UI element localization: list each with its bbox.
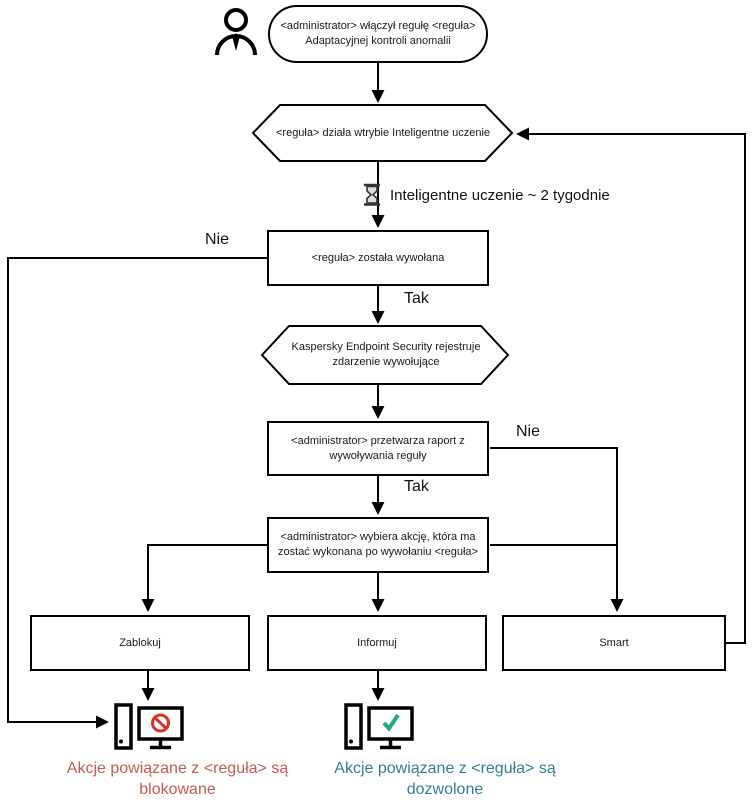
node-action-block-label: Zablokuj (119, 636, 161, 649)
node-start-line2: Adaptacyjnej kontroli anomalii (305, 35, 451, 47)
node-admin-report-line2: wywoływania reguły (329, 449, 427, 462)
edge-label-yes-2: Tak (404, 478, 429, 495)
edge-action-to-block (141, 544, 267, 612)
node-kes-registers: Kaspersky Endpoint Security rejestruje z… (266, 327, 506, 383)
node-kes-registers-line2: zdarzenie wywołujące (332, 356, 440, 368)
node-rule-triggered-line1: <reguła> została wywołana (311, 251, 445, 264)
edge-label-yes-1: Tak (404, 290, 429, 307)
node-kes-registers-line1: Kaspersky Endpoint Security rejestruje (291, 341, 481, 354)
caption-actions-allowed-line2: dozwolone (406, 781, 484, 798)
hexagon-smart-mode (251, 104, 514, 162)
node-action-smart-label: Smart (599, 636, 629, 649)
hourglass-icon (364, 183, 380, 206)
caption-actions-allowed: Akcje powiązane z <reguła> są dozwolone (300, 758, 590, 800)
node-admin-report: <administrator> przetwarza raport z wywo… (267, 421, 489, 476)
node-admin-action-line1: <administrator> wybiera akcję, która ma (280, 531, 476, 544)
prohibition-icon (151, 713, 170, 733)
node-smart-mode: <reguła> działa wtrybie Inteligentne ucz… (258, 106, 508, 160)
node-rule-triggered: <reguła> została wywołana (267, 230, 489, 286)
computer-blocked-icon (114, 703, 184, 750)
caption-actions-blocked-line1: Akcje powiązane z <reguła> są (66, 760, 289, 777)
edge-no-to-smart (490, 447, 624, 612)
learning-duration-note: Inteligentne uczenie ~ 2 tygodnie (390, 187, 610, 204)
node-action-block: Zablokuj (30, 615, 250, 671)
node-action-inform: Informuj (267, 615, 487, 671)
flow-connectors (7, 63, 746, 729)
edge-label-no-1: Nie (205, 231, 230, 248)
edge-no-to-blocked-computer (7, 257, 267, 729)
node-start-line1: <administrator> włączył regułę <reguła> (280, 20, 476, 33)
checkmark-icon (382, 713, 400, 732)
caption-actions-allowed-line1: Akcje powiązane z <reguła> są (334, 760, 556, 777)
node-action-smart: Smart (502, 615, 726, 671)
caption-actions-blocked: Akcje powiązane z <reguła> są blokowane (20, 758, 335, 800)
edge-smart-feedback-loop (516, 127, 746, 644)
node-action-inform-label: Informuj (357, 636, 397, 649)
node-smart-mode-line1: <reguła> działa wtrybie Inteligentne ucz… (275, 126, 491, 139)
hexagon-kes-registers (260, 325, 510, 385)
person-icon (215, 8, 257, 56)
node-admin-action: <administrator> wybiera akcję, która ma … (267, 517, 489, 573)
node-start: <administrator> włączył regułę <reguła> … (268, 5, 488, 63)
computer-allowed-icon (344, 703, 414, 750)
node-admin-report-line1: <administrator> przetwarza raport z (291, 434, 465, 447)
caption-actions-blocked-line2: blokowane (139, 781, 216, 798)
edge-label-no-2: Nie (516, 423, 541, 440)
node-admin-action-line2: zostać wykonana po wywołaniu <reguła> (278, 546, 478, 558)
